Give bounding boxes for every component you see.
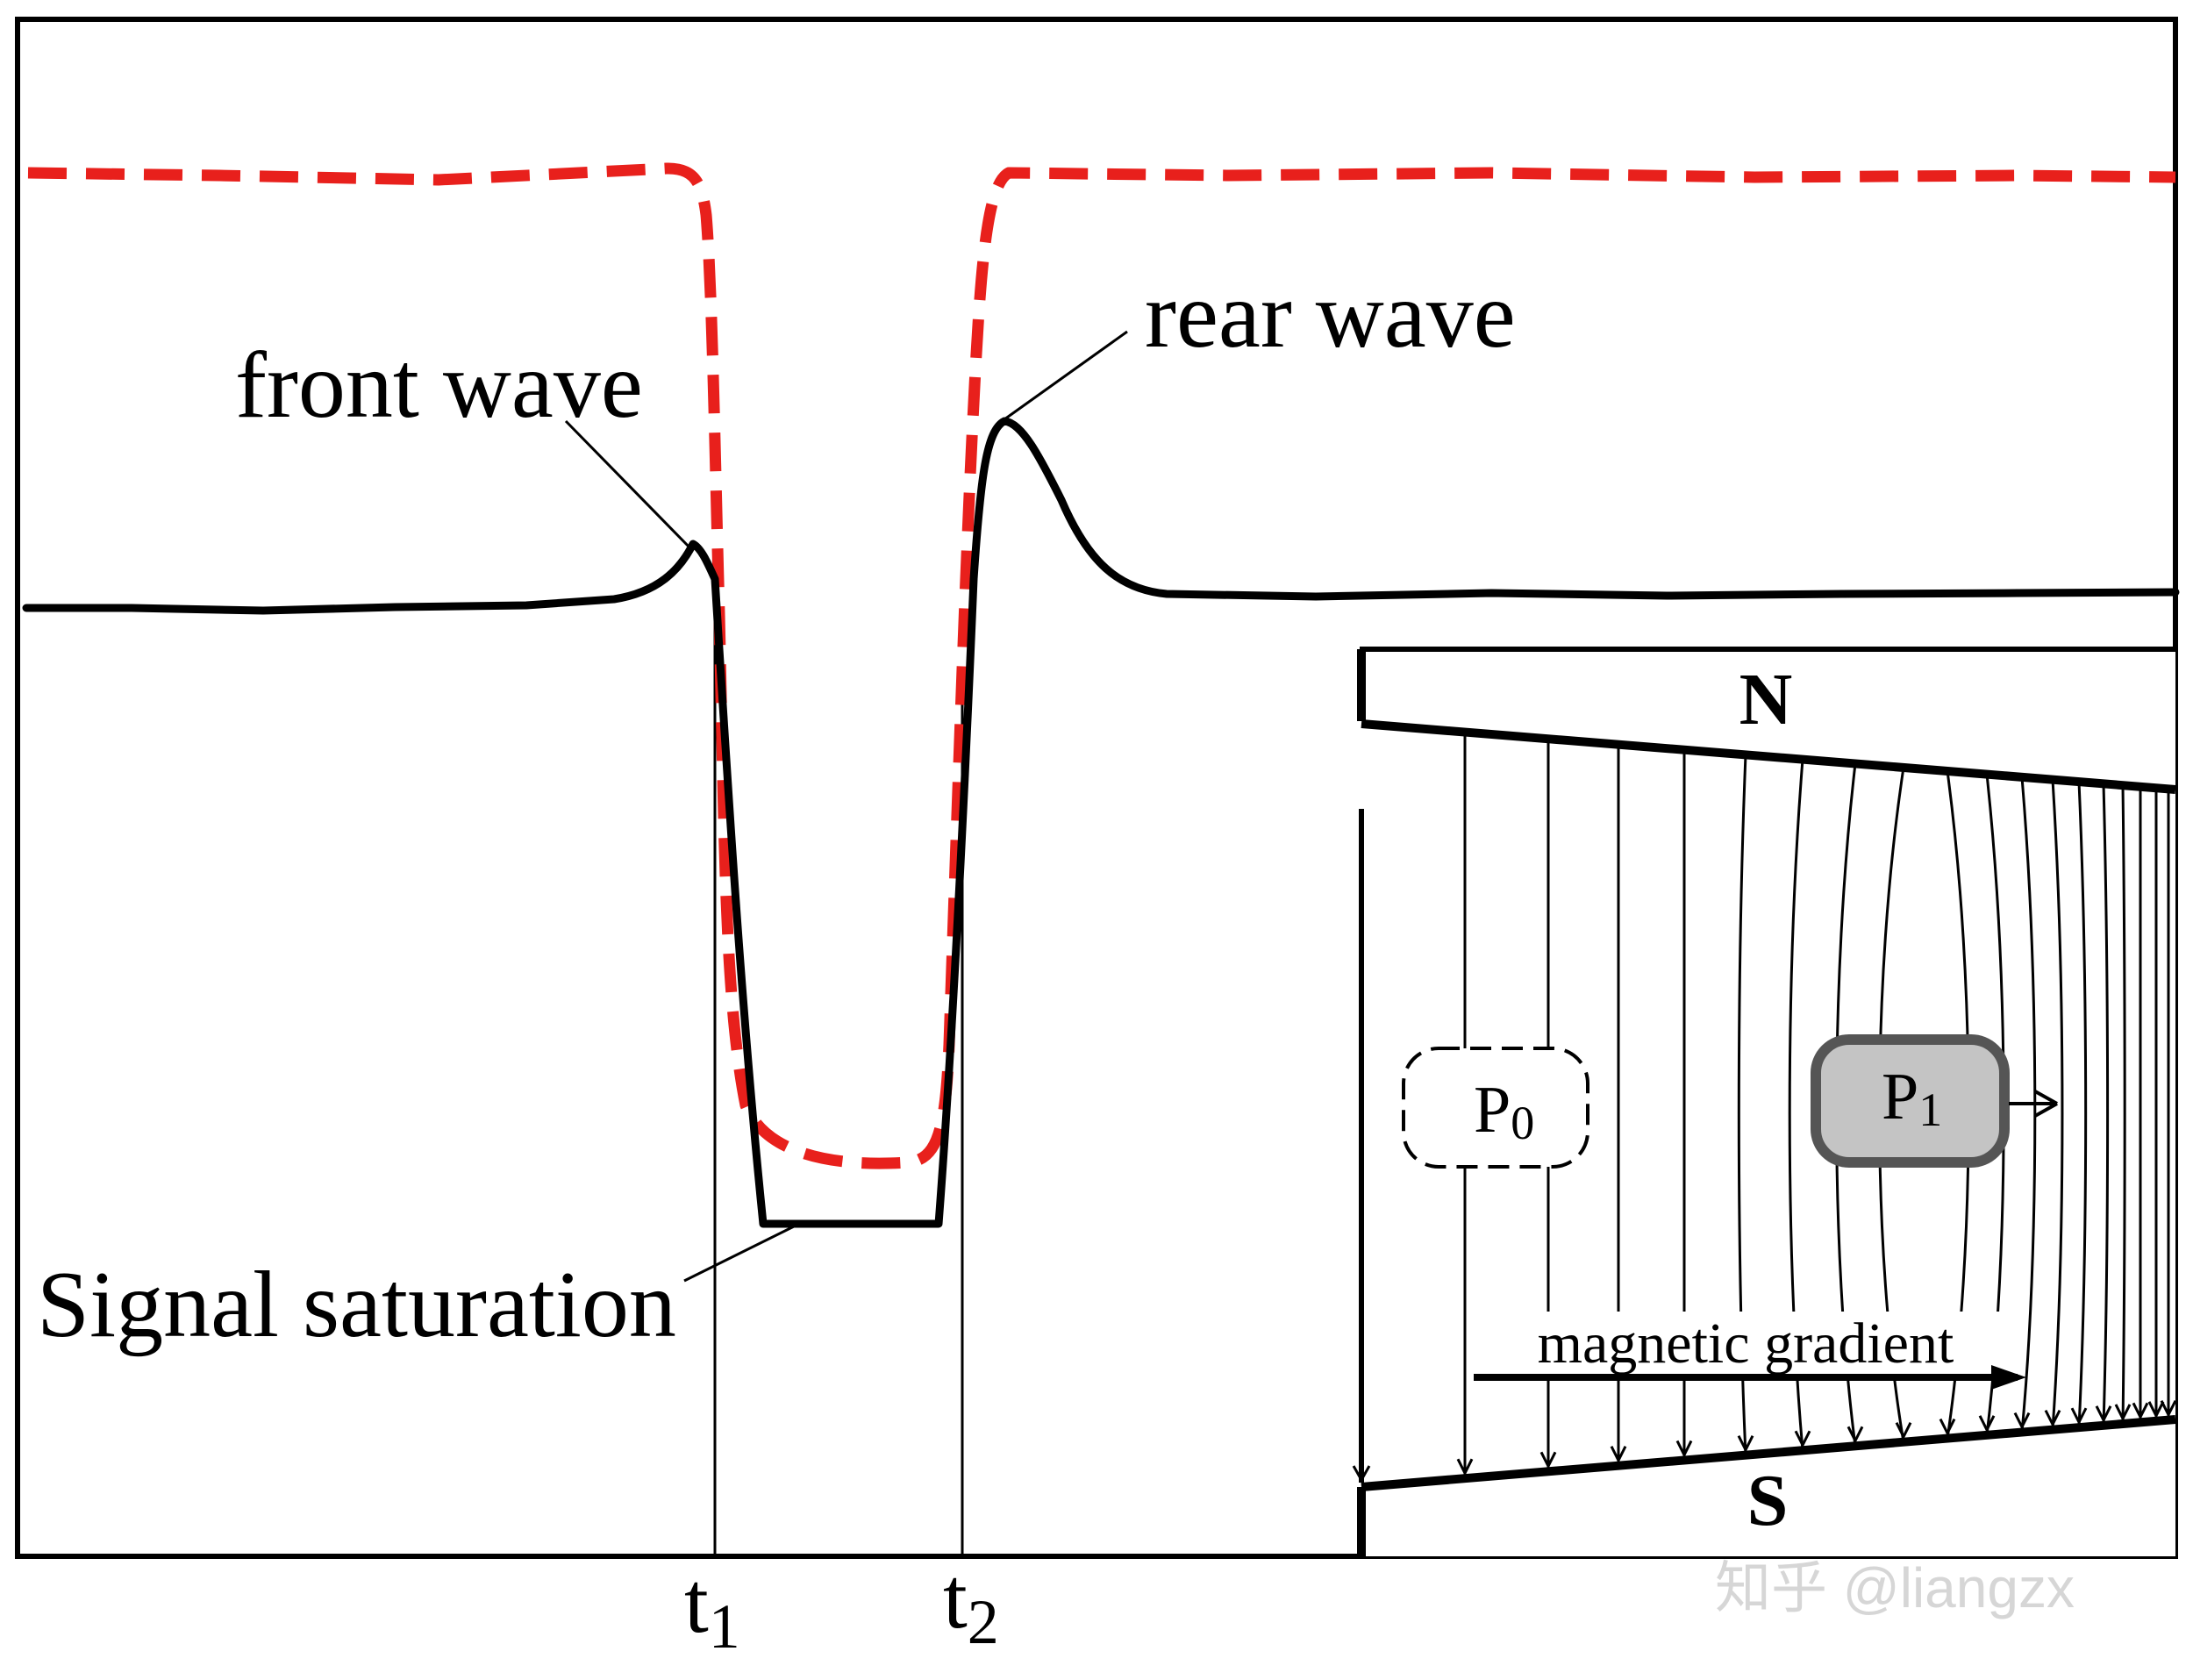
south-pole-label: S: [1747, 1460, 1789, 1541]
field-line-arrowhead: [1539, 1451, 1557, 1469]
particle-p1-body: [1811, 1034, 2010, 1168]
field-line-arrowhead: [1895, 1422, 1912, 1441]
field-line-arrowhead: [1675, 1440, 1693, 1458]
saturation-leader: [683, 1225, 795, 1283]
field-line-arrowhead: [1610, 1446, 1627, 1464]
signal-saturation-label: Signal saturation: [37, 1253, 676, 1357]
gradient-label-backdrop: [1482, 1312, 2009, 1380]
particle-p1-label: P1: [1882, 1060, 1942, 1136]
field-line-arrowhead: [2114, 1404, 2132, 1422]
rear-wave-label: rear wave: [1145, 263, 1516, 368]
field-line-arrowhead: [2013, 1412, 2031, 1430]
field-line-arrowhead: [1456, 1458, 1474, 1476]
magnetic-gradient-label: magnetic gradient: [1538, 1312, 1954, 1376]
field-line-arrowhead: [1939, 1418, 1956, 1436]
field-line-arrowhead: [1978, 1415, 1996, 1433]
p1-motion-arrow-head: [2034, 1090, 2058, 1118]
field-line-arrowhead: [1737, 1434, 1754, 1454]
field-line-arrowhead: [1352, 1465, 1371, 1483]
t1-label: t1: [684, 1554, 740, 1662]
rear-wave-leader: [1004, 330, 1128, 421]
particle-p0-outline: [1402, 1047, 1589, 1169]
field-line-arrowhead: [2095, 1405, 2112, 1424]
signal-trace: [22, 417, 2180, 1228]
field-line-arrowhead: [1794, 1430, 1811, 1448]
gradient-arrow-head: [1991, 1365, 2026, 1390]
field-line-arrowhead: [1847, 1426, 1864, 1444]
field-line: [2102, 783, 2110, 1426]
south-pole-boundary: [1361, 1415, 2176, 1491]
field-line: [2121, 785, 2126, 1425]
north-pole-boundary: [1361, 719, 2176, 794]
field-line-arrowhead: [2160, 1399, 2177, 1419]
reference-trace: [27, 162, 2176, 1169]
watermark-text: 知乎 @liangzx: [1715, 1556, 2075, 1619]
t2-label: t2: [943, 1549, 999, 1657]
north-pole-label: N: [1739, 659, 1793, 740]
field-line: [2051, 779, 2064, 1430]
front-wave-leader: [564, 419, 695, 553]
front-wave-label: front wave: [235, 333, 643, 438]
field-line-arrowhead: [2132, 1402, 2149, 1420]
magnetic-field-inset: N S P0 P1 magnetic gradient: [1352, 647, 2177, 1558]
field-line-arrowhead: [2147, 1401, 2165, 1419]
particle-p0-label: P0: [1474, 1073, 1534, 1149]
field-line-arrowhead: [2070, 1407, 2088, 1426]
field-line: [2077, 782, 2088, 1428]
field-line: [2020, 776, 2037, 1433]
field-line-arrowhead: [2044, 1409, 2061, 1427]
